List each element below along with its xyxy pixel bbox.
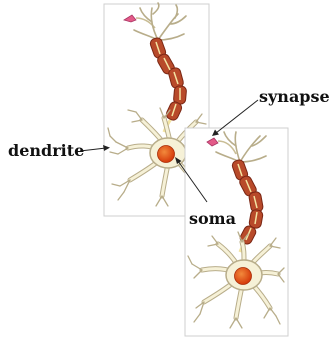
- nucleus-lower: [235, 268, 252, 285]
- label-soma: soma: [189, 210, 236, 228]
- neuron-panel-lower: [185, 128, 288, 336]
- nucleus-upper: [158, 146, 175, 163]
- label-dendrite: dendrite: [8, 142, 84, 160]
- label-synapse: synapse: [259, 88, 329, 106]
